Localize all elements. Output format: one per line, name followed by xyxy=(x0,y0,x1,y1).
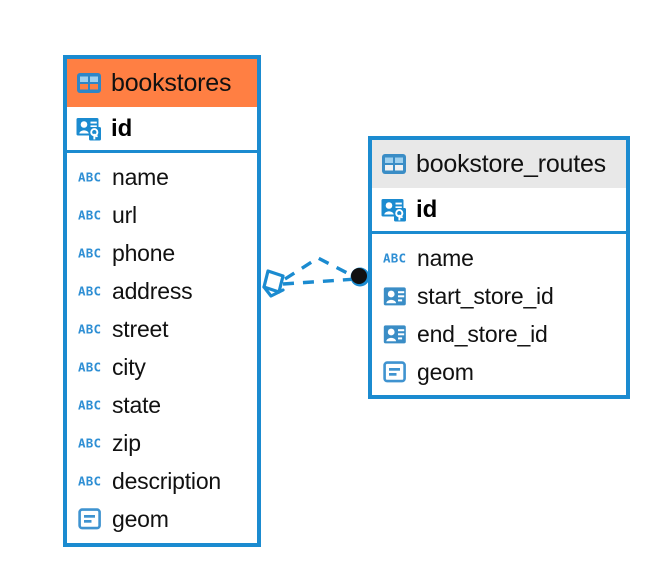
field-row-primary-key[interactable]: id xyxy=(372,188,626,234)
field-row-city[interactable]: ABC city xyxy=(67,348,257,386)
entity-bookstore-routes[interactable]: bookstore_routes id ABC n xyxy=(368,136,630,399)
text-abc-icon: ABC xyxy=(78,398,101,412)
field-row-start-store-id[interactable]: start_store_id xyxy=(372,277,626,315)
field-label: name xyxy=(112,163,169,190)
foreign-key-icon xyxy=(383,286,406,305)
geometry-icon xyxy=(383,361,406,383)
filled-circle-marker xyxy=(350,267,370,287)
field-row-address[interactable]: ABC address xyxy=(67,272,257,310)
field-list-bookstores: ABC name ABC url ABC phone ABC ad xyxy=(67,153,257,543)
svg-text:ABC: ABC xyxy=(78,170,101,184)
field-label: city xyxy=(112,353,146,380)
diamond-marker xyxy=(262,269,285,298)
field-row-description[interactable]: ABC description xyxy=(67,462,257,500)
svg-text:ABC: ABC xyxy=(78,322,101,336)
primary-key-icon xyxy=(76,117,101,140)
field-label: address xyxy=(112,277,193,304)
text-abc-icon: ABC xyxy=(78,436,101,450)
entity-header-bookstores[interactable]: bookstores xyxy=(67,59,257,107)
field-label: start_store_id xyxy=(417,282,554,309)
foreign-key-icon xyxy=(383,324,406,343)
field-label: url xyxy=(112,201,137,228)
svg-text:ABC: ABC xyxy=(78,398,101,412)
field-label: street xyxy=(112,315,169,342)
field-label: geom xyxy=(417,358,474,385)
field-label: zip xyxy=(112,429,141,456)
svg-text:ABC: ABC xyxy=(78,436,101,450)
text-abc-icon: ABC xyxy=(78,170,101,184)
text-abc-icon: ABC xyxy=(78,246,101,260)
field-row-name[interactable]: ABC name xyxy=(67,158,257,196)
entity-header-bookstore-routes[interactable]: bookstore_routes xyxy=(372,140,626,188)
field-row-primary-key[interactable]: id xyxy=(67,107,257,153)
field-list-bookstore-routes: ABC name start_store_id xyxy=(372,234,626,396)
text-abc-icon: ABC xyxy=(78,474,101,488)
svg-text:ABC: ABC xyxy=(78,474,101,488)
field-label: id xyxy=(416,195,438,223)
field-row-geom[interactable]: geom xyxy=(67,500,257,538)
svg-text:ABC: ABC xyxy=(78,208,101,222)
field-row-street[interactable]: ABC street xyxy=(67,310,257,348)
primary-key-icon xyxy=(381,198,406,221)
field-row-end-store-id[interactable]: end_store_id xyxy=(372,315,626,353)
text-abc-icon: ABC xyxy=(383,251,406,265)
svg-text:ABC: ABC xyxy=(383,251,406,265)
entity-bookstores[interactable]: bookstores id ABC name xyxy=(63,55,261,547)
field-label: state xyxy=(112,391,161,418)
entity-title: bookstore_routes xyxy=(416,149,606,178)
field-label: end_store_id xyxy=(417,320,548,347)
field-row-geom[interactable]: geom xyxy=(372,353,626,391)
entity-title: bookstores xyxy=(111,68,232,97)
table-grid-icon xyxy=(77,73,101,93)
field-label: name xyxy=(417,244,474,271)
field-label: geom xyxy=(112,505,169,532)
field-label: id xyxy=(111,114,133,142)
relationship-lines xyxy=(282,256,357,286)
field-label: phone xyxy=(112,239,175,266)
svg-text:ABC: ABC xyxy=(78,360,101,374)
field-label: description xyxy=(112,467,222,494)
table-grid-icon xyxy=(382,154,406,174)
relationship-line-lower xyxy=(282,277,357,286)
text-abc-icon: ABC xyxy=(78,322,101,336)
text-abc-icon: ABC xyxy=(78,360,101,374)
geometry-icon xyxy=(78,508,101,530)
field-row-zip[interactable]: ABC zip xyxy=(67,424,257,462)
field-row-name[interactable]: ABC name xyxy=(372,239,626,277)
field-row-phone[interactable]: ABC phone xyxy=(67,234,257,272)
text-abc-icon: ABC xyxy=(78,208,101,222)
field-row-url[interactable]: ABC url xyxy=(67,196,257,234)
field-row-state[interactable]: ABC state xyxy=(67,386,257,424)
text-abc-icon: ABC xyxy=(78,284,101,298)
svg-text:ABC: ABC xyxy=(78,284,101,298)
relationship-line-upper xyxy=(284,256,356,281)
svg-text:ABC: ABC xyxy=(78,246,101,260)
